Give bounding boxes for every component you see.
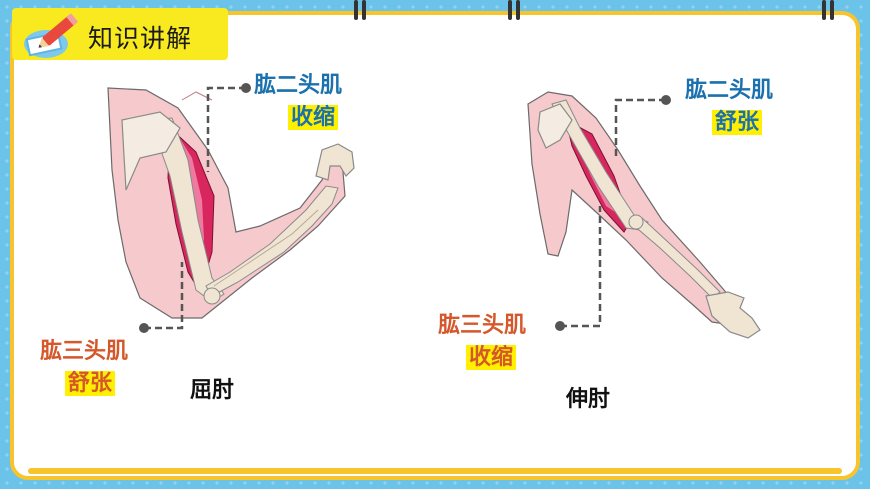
leader-dot — [555, 321, 565, 331]
extended-arm-illustration — [527, 91, 761, 339]
left-figure-caption: 屈肘 — [190, 378, 235, 403]
binder-ring — [516, 0, 520, 20]
bottom-stripe — [28, 468, 842, 474]
binder-ring — [354, 0, 358, 20]
pencil-icon — [24, 13, 79, 58]
leader-dot — [661, 95, 671, 105]
binder-ring — [830, 0, 834, 20]
left-triceps-label: 肱三头肌 — [40, 339, 129, 364]
left-biceps-state: 收缩 — [288, 104, 339, 132]
right-biceps-state: 舒张 — [712, 109, 763, 137]
binder-ring — [362, 0, 366, 20]
leader-line-left-biceps — [206, 86, 246, 172]
right-biceps-label: 肱二头肌 — [685, 78, 774, 103]
right-triceps-state-text: 收缩 — [466, 345, 517, 370]
left-biceps-state-text: 收缩 — [288, 105, 339, 130]
leader-line-right-biceps — [614, 98, 666, 158]
left-biceps-label: 肱二头肌 — [254, 73, 343, 98]
leader-line-right-triceps — [560, 206, 602, 328]
binder-ring — [822, 0, 826, 20]
flexed-arm-illustration — [107, 87, 355, 319]
binder-ring — [508, 0, 512, 20]
left-triceps-state-text: 舒张 — [65, 371, 116, 396]
leader-line-left-triceps — [144, 262, 184, 330]
section-title: 知识讲解 — [88, 24, 193, 53]
left-triceps-state: 舒张 — [65, 370, 116, 398]
section-title-bar: 知识讲解 — [12, 8, 228, 60]
right-figure-caption: 伸肘 — [566, 387, 611, 412]
leader-dot — [139, 323, 149, 333]
leader-dot — [241, 83, 251, 93]
right-biceps-state-text: 舒张 — [712, 110, 763, 135]
right-triceps-label: 肱三头肌 — [438, 313, 527, 338]
right-triceps-state: 收缩 — [466, 344, 517, 372]
